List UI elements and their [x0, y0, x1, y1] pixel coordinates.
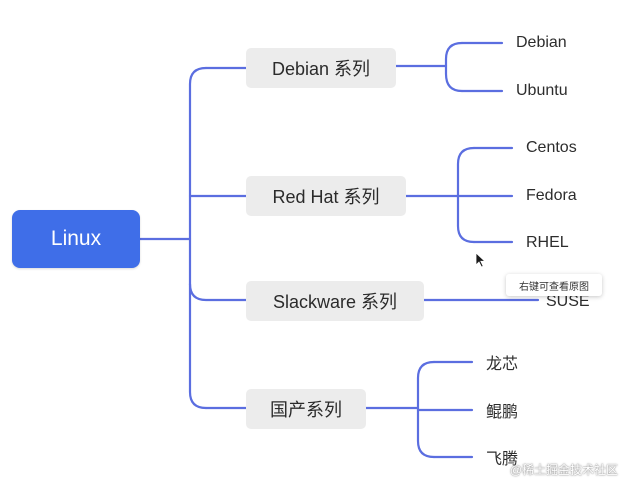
- context-tooltip: 右键可查看原图: [506, 274, 602, 296]
- leaf-node-ubuntu[interactable]: Ubuntu: [516, 82, 568, 99]
- branch-node-slackware[interactable]: Slackware 系列: [246, 281, 424, 321]
- mouse-pointer-icon: [475, 252, 487, 268]
- watermark: @稀土掘金技术社区: [509, 463, 618, 477]
- leaf-node-fedora[interactable]: Fedora: [526, 187, 577, 204]
- leaf-node-rhel[interactable]: RHEL: [526, 234, 569, 251]
- branch-node-debian[interactable]: Debian 系列: [246, 48, 396, 88]
- branch-connector-slackware: [188, 282, 248, 302]
- leaf-node-debian[interactable]: Debian: [516, 34, 567, 51]
- leaf-node-loongson[interactable]: 龙芯: [486, 356, 519, 373]
- leaf-node-suse[interactable]: SUSE: [546, 293, 590, 310]
- leaf-node-feiteng[interactable]: 飞腾: [486, 451, 519, 468]
- root-node-linux[interactable]: Linux: [12, 210, 140, 268]
- root-spine: [188, 66, 208, 410]
- leaf-node-centos[interactable]: Centos: [526, 139, 577, 156]
- branch-node-redhat[interactable]: Red Hat 系列: [246, 176, 406, 216]
- leaf-node-kunpeng[interactable]: 鲲鹏: [486, 404, 519, 421]
- branch-node-domestic[interactable]: 国产系列: [246, 389, 366, 429]
